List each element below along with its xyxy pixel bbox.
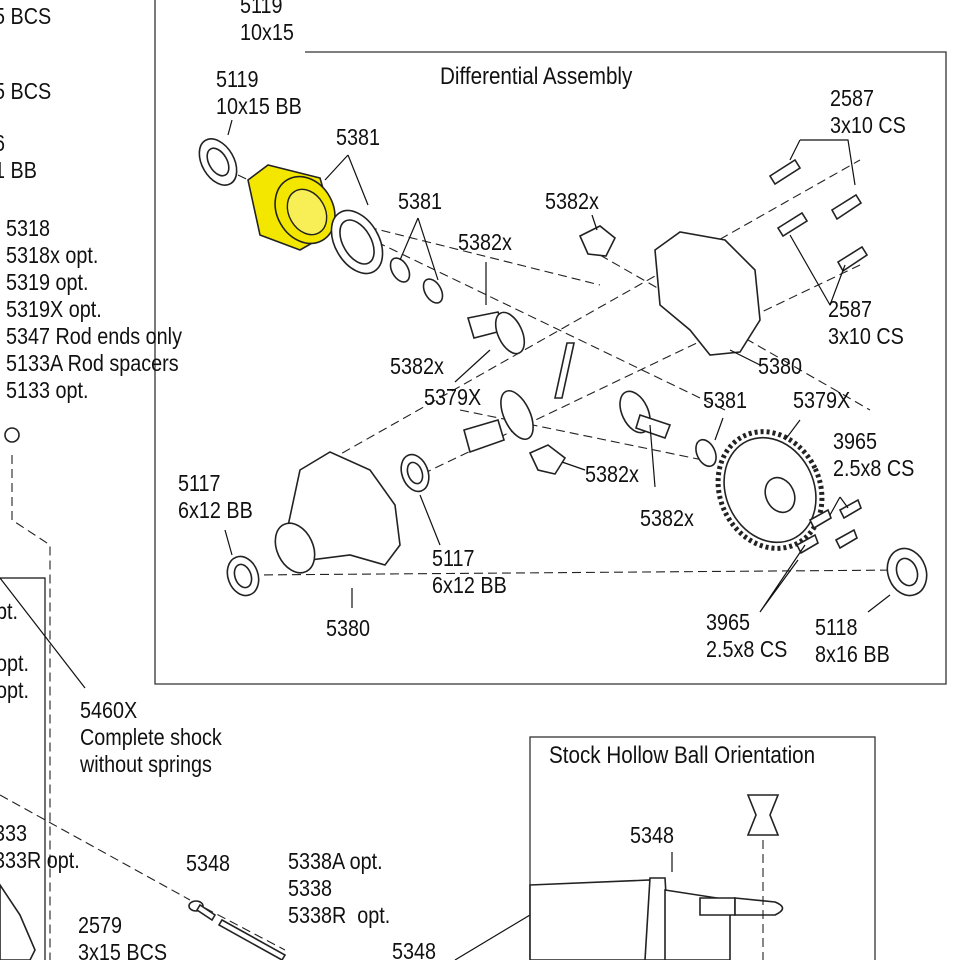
hollow-ball-detail — [529, 794, 784, 960]
spider-gear-bottom — [528, 444, 567, 475]
differential-assembly-title: Differential Assembly — [440, 63, 633, 90]
gasket-5381-inner — [339, 219, 375, 265]
label-5380-bottom: 5380 — [326, 615, 371, 641]
rod-end-5348 — [188, 900, 217, 922]
label-5348-bottom-a: 5348 — [186, 850, 231, 876]
label-3965-bottom: 3965 2.5x8 CS — [706, 609, 788, 662]
label-5338-options: 5338A opt. 5338 5338R opt. — [288, 848, 391, 928]
label-5382x-low: 5382x — [585, 461, 639, 487]
bottom-leader-c — [454, 914, 531, 960]
label-5118: 5118 8x16 BB — [815, 614, 890, 667]
bearing-5119 — [198, 138, 238, 186]
label-5382x-mid: 5382x — [458, 229, 512, 255]
label-5379X-left: 5379X — [424, 384, 482, 410]
gear-5379X-right-small — [619, 390, 672, 440]
label-5381-right: 5381 — [703, 387, 748, 413]
assembly-axis-d — [329, 159, 861, 461]
leader-lines — [224, 119, 891, 613]
label-5119-bb: 5119 10x15 BB — [216, 66, 302, 119]
label-left-bcs-b: 5 BCS — [0, 78, 52, 104]
washer-5381-a — [389, 257, 411, 283]
label-5382x-low2: 5382x — [640, 505, 694, 531]
label-5119-top: 5119 10x15 — [240, 0, 294, 45]
chassis-fragment — [0, 883, 36, 960]
label-left-bb: 6 1 BB — [0, 130, 37, 183]
label-5348-bottom-b: 5348 — [392, 938, 437, 964]
label-5348-ball: 5348 — [630, 822, 675, 848]
bottom-dash-a — [0, 794, 191, 901]
left-frame-line — [0, 577, 46, 960]
label-3965-top: 3965 2.5x8 CS — [833, 428, 915, 481]
ring-gear — [715, 429, 825, 551]
differential-panel-frame — [154, 0, 947, 685]
label-left-opt-b: opt. opt. — [0, 650, 30, 703]
bottom-dash-b — [204, 907, 286, 951]
bearing-5117-left — [226, 555, 260, 597]
shock-leader — [0, 577, 86, 689]
rod-end-top — [4, 427, 20, 443]
turnbuckle-5338 — [217, 918, 287, 960]
housing-5380-right — [654, 231, 761, 356]
label-left-opt-a: pt. — [0, 598, 18, 624]
left-guide-line — [11, 455, 51, 960]
label-5379X-right: 5379X — [793, 387, 851, 413]
label-2587-top: 2587 3x10 CS — [830, 85, 906, 138]
label-5381-top: 5381 — [336, 124, 381, 150]
bearing-5118 — [886, 547, 928, 597]
label-left-bcs-a: 5 BCS — [0, 3, 52, 29]
hollow-ball-panel-frame — [529, 736, 876, 960]
spider-gear-top — [578, 225, 617, 257]
washer-5381-b — [422, 278, 444, 304]
label-5460X-shock: 5460X Complete shock without springs — [80, 697, 222, 777]
label-2587-bottom: 2587 3x10 CS — [828, 296, 904, 349]
label-5382x-left: 5382x — [390, 353, 444, 379]
cross-pin — [554, 342, 575, 399]
label-left-5318-list: 5318 5318x opt. 5319 opt. 5319X opt. 534… — [6, 215, 182, 403]
label-5381-mid: 5381 — [398, 188, 443, 214]
gear-5382x-shaft — [466, 311, 526, 355]
assembly-axis-c — [249, 569, 906, 576]
housing-5380-left — [274, 451, 401, 574]
label-5380-right: 5380 — [758, 353, 803, 379]
screws-2587 — [768, 158, 869, 273]
gear-5379X-left — [463, 390, 534, 454]
hollow-ball-orientation-title: Stock Hollow Ball Orientation — [549, 742, 816, 769]
label-5117-left: 5117 6x12 BB — [178, 470, 253, 523]
label-5117-mid: 5117 6x12 BB — [432, 545, 507, 598]
bearing-5117-mid — [400, 453, 430, 493]
assembly-axis-b — [299, 209, 601, 286]
washer-5381-right — [695, 438, 717, 468]
label-2579: 2579 3x15 BCS — [78, 912, 168, 965]
diff-case-5381-highlighted — [247, 164, 336, 251]
label-5382x-top: 5382x — [545, 188, 599, 214]
